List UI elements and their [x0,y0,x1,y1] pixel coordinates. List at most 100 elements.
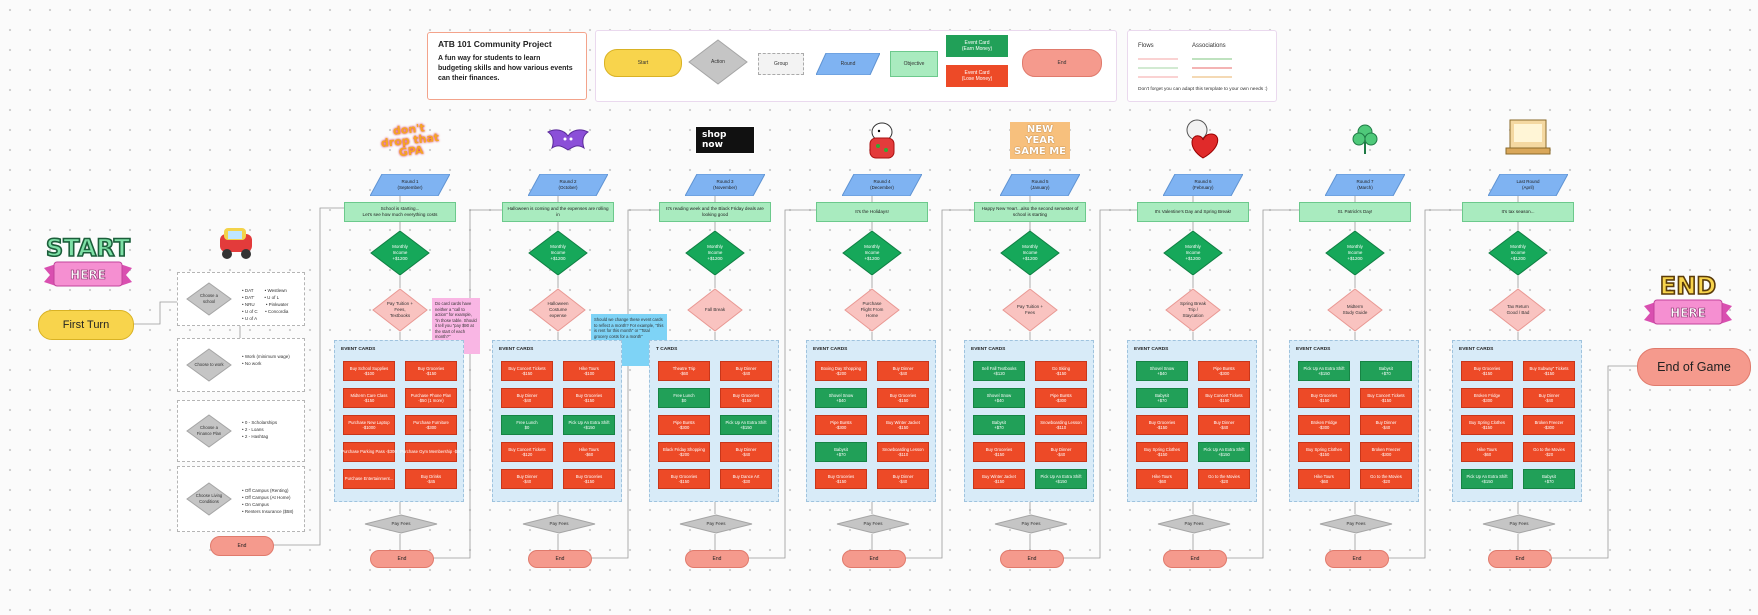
event-card[interactable]: Go Skiing -$150 [1035,361,1087,381]
event-card[interactable]: Buy Groceries -$150 [815,469,867,489]
event-card[interactable]: Buy Dinner -$40 [877,361,929,381]
round-expense-node[interactable]: Spring Break Trip / Staycation [1165,288,1221,332]
setup-decision[interactable]: Choose Living Conditions [186,482,232,516]
event-card[interactable]: Pipe Bursts -$300 [815,415,867,435]
event-card[interactable]: Go to the Movies -$20 [1523,442,1575,462]
event-card[interactable]: Broken Freezer -$300 [1523,415,1575,435]
round-end-node[interactable]: End [370,550,434,568]
round-expense-node[interactable]: Tax Return Good / Bad [1490,288,1546,332]
event-card[interactable]: Buy Spring Clothes -$150 [1461,415,1513,435]
event-card[interactable]: Pipe Bursts -$300 [658,415,710,435]
event-card[interactable]: Hike Tours -$60 [563,442,615,462]
event-card[interactable]: Shovel Snow +$40 [1136,361,1188,381]
event-card[interactable]: Broken Fridge -$300 [1461,388,1513,408]
event-card[interactable]: Purchase Parking Pass -$300 [341,442,397,462]
pay-fees-node[interactable]: Pay Fees [679,514,753,534]
event-card[interactable]: Purchase Gym Membership -$60 [400,442,462,462]
event-card[interactable]: Buy Drinks -$45 [405,469,457,489]
event-card[interactable]: Hike Tours -$100 [563,361,615,381]
event-card[interactable]: Boxing Day Shopping -$200 [815,361,867,381]
event-card[interactable]: Hike Tours -$60 [1136,469,1188,489]
event-card[interactable]: Buy Spring Clothes -$150 [1136,442,1188,462]
setup-decision[interactable]: Choose to work [186,348,232,382]
event-card[interactable]: Shovel Snow +$40 [973,388,1025,408]
round-end-node[interactable]: End [1000,550,1064,568]
setup-end-node[interactable]: End [210,536,274,556]
event-card[interactable]: Buy Dinner -$40 [1198,415,1250,435]
pay-fees-node[interactable]: Pay Fees [364,514,438,534]
event-card[interactable]: Free Lunch $0 [501,415,553,435]
event-card[interactable]: Buy School Supplies -$100 [343,361,395,381]
event-card[interactable]: Purchase Phone Plan -$50 (1 more) [405,388,457,408]
event-card[interactable]: Pick Up An Extra Shift +$150 [720,415,772,435]
event-card[interactable]: Black Friday Shopping -$200 [658,442,710,462]
round-expense-node[interactable]: Halloween Costume expense [530,288,586,332]
event-card[interactable]: Buy Groceries -$150 [658,469,710,489]
event-card[interactable]: Buy Concert Tickets -$150 [501,361,553,381]
event-card[interactable]: Purchase Furniture -$300 [405,415,457,435]
event-card[interactable]: Babysit +$70 [1360,361,1412,381]
monthly-income-node[interactable]: Monthly Income +$1200 [1488,230,1548,276]
event-card[interactable]: Buy Dance Art -$30 [720,469,772,489]
event-card[interactable]: Pick Up An Extra Shift +$150 [1198,442,1250,462]
event-card[interactable]: Buy Groceries -$150 [720,388,772,408]
pay-fees-node[interactable]: Pay Fees [836,514,910,534]
pay-fees-node[interactable]: Pay Fees [1157,514,1231,534]
monthly-income-node[interactable]: Monthly Income +$1200 [1000,230,1060,276]
event-card[interactable]: Buy Winter Jacket -$150 [877,415,929,435]
event-card[interactable]: Hike Tours -$60 [1461,442,1513,462]
event-card[interactable]: Snowboarding Lesson -$110 [877,442,929,462]
event-card[interactable]: Buy Dinner -$40 [1523,388,1575,408]
round-expense-node[interactable]: Pay Tuition + Fees [1002,288,1058,332]
round-end-node[interactable]: End [685,550,749,568]
round-end-node[interactable]: End [1163,550,1227,568]
round-expense-node[interactable]: Fall Break [687,288,743,332]
event-card[interactable]: Buy Concert Tickets -$150 [1198,388,1250,408]
event-card[interactable]: Buy Groceries -$150 [973,442,1025,462]
event-card[interactable]: Pick Up An Extra Shift +$150 [563,415,615,435]
setup-decision[interactable]: Choose a school [186,282,232,316]
event-card[interactable]: Buy Dinner -$40 [501,388,553,408]
event-card[interactable]: Go to the Movies -$20 [1198,469,1250,489]
monthly-income-node[interactable]: Monthly Income +$1200 [1325,230,1385,276]
monthly-income-node[interactable]: Monthly Income +$1200 [528,230,588,276]
first-turn-node[interactable]: First Turn [38,310,134,340]
event-card[interactable]: Babysit +$70 [1523,469,1575,489]
event-card[interactable]: Buy Dinner -$40 [877,469,929,489]
event-card[interactable]: Pick Up An Extra Shift +$150 [1461,469,1513,489]
event-card[interactable]: Snowboarding Lesson -$110 [1035,415,1087,435]
event-card[interactable]: Buy Dinner -$40 [501,469,553,489]
setup-decision[interactable]: Choose a Finance Plan [186,414,232,448]
event-card[interactable]: Babysit +$70 [973,415,1025,435]
event-card[interactable]: Buy Dinner -$40 [720,361,772,381]
monthly-income-node[interactable]: Monthly Income +$1200 [685,230,745,276]
round-end-node[interactable]: End [528,550,592,568]
event-card[interactable]: Purchase New Laptop -$1000 [343,415,395,435]
event-card[interactable]: Pipe Bursts -$300 [1198,361,1250,381]
event-card[interactable]: Buy Groceries -$150 [1461,361,1513,381]
event-card[interactable]: Buy Subway" Tickets -$150 [1523,361,1575,381]
event-card[interactable]: Buy Groceries -$150 [1298,388,1350,408]
event-card[interactable]: Pipe Bursts -$300 [1035,388,1087,408]
event-card[interactable]: Babysit +$70 [815,442,867,462]
event-card[interactable]: Buy Concert Tickets -$150 [1360,388,1412,408]
event-card[interactable]: Pick Up An Extra Shift +$150 [1035,469,1087,489]
event-card[interactable]: Sell Fall Textbooks +$120 [973,361,1025,381]
event-card[interactable]: Buy Dinner -$40 [720,442,772,462]
end-of-game-node[interactable]: End of Game [1637,348,1751,386]
event-card[interactable]: Buy Groceries -$150 [563,469,615,489]
event-card[interactable]: Buy Dinner -$40 [1035,442,1087,462]
event-card[interactable]: Buy Concert Tickets -$120 [501,442,553,462]
monthly-income-node[interactable]: Monthly Income +$1200 [370,230,430,276]
event-card[interactable]: Buy Dinner -$40 [1360,415,1412,435]
event-card[interactable]: Buy Groceries -$150 [877,388,929,408]
event-card[interactable]: Hike Tours -$60 [1298,469,1350,489]
monthly-income-node[interactable]: Monthly Income +$1200 [842,230,902,276]
round-expense-node[interactable]: Midterm Study Guide [1327,288,1383,332]
event-card[interactable]: Purchase Entertainment... [343,469,395,489]
event-card[interactable]: Broken Freezer -$300 [1360,442,1412,462]
event-card[interactable]: Buy Groceries -$150 [563,388,615,408]
event-card[interactable]: Buy Groceries -$150 [1136,415,1188,435]
round-end-node[interactable]: End [1325,550,1389,568]
event-card[interactable]: Midterm Care Class -$150 [343,388,395,408]
